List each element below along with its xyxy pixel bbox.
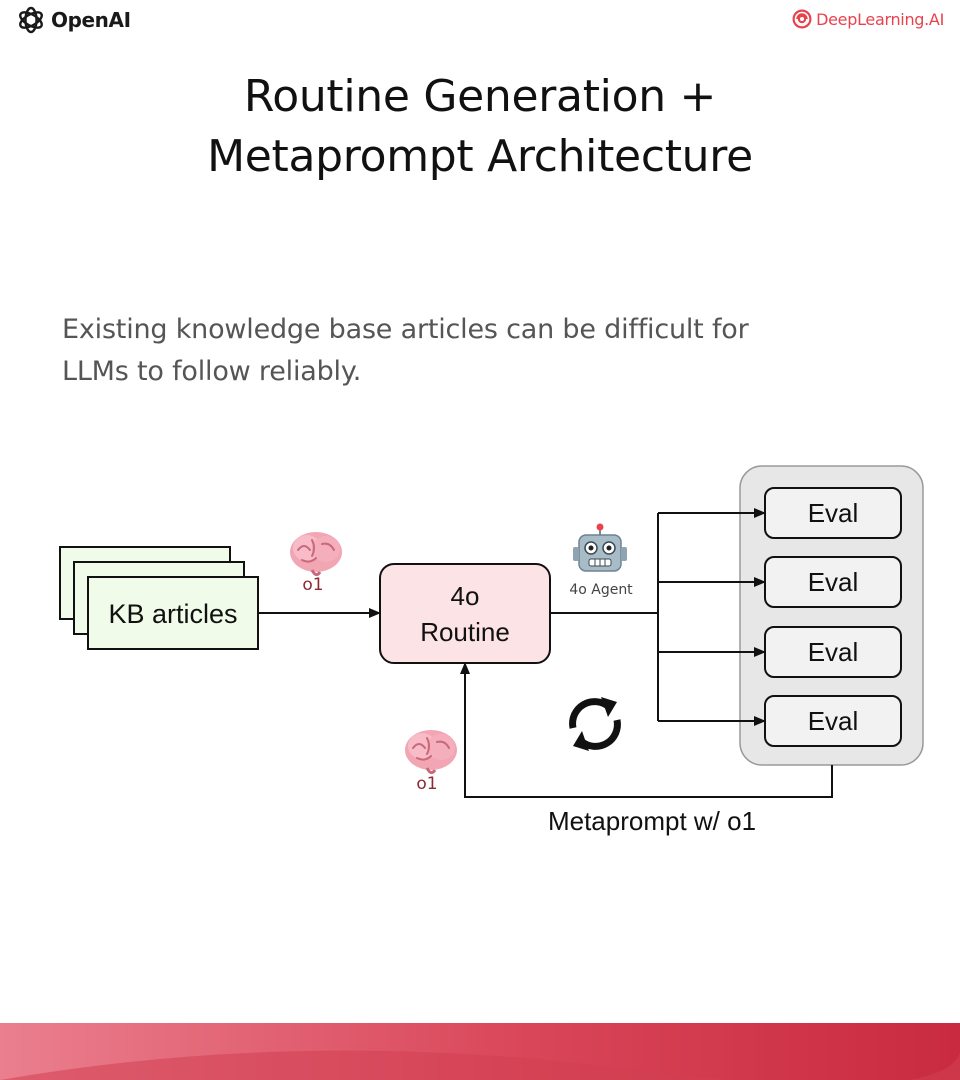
openai-logo-text: OpenAI <box>51 8 131 32</box>
openai-logo: OpenAI <box>16 5 131 35</box>
routine-box <box>379 563 551 664</box>
deeplearning-logo-text: DeepLearning.AI <box>816 9 944 29</box>
openai-logo-icon <box>19 6 43 34</box>
refresh-cycle-icon <box>569 697 621 751</box>
subtitle-line-2: LLMs to follow reliably. <box>62 356 362 387</box>
architecture-diagram: KB articles o1 4o Routine 4o Agent <box>59 465 924 836</box>
brain-icon <box>290 532 342 577</box>
brain-icon <box>405 730 457 775</box>
routine-label-line-2: Routine <box>420 617 510 647</box>
subtitle-line-1: Existing knowledge base articles can be … <box>62 314 749 345</box>
o1-top-label: o1 <box>302 575 323 595</box>
eval-label: Eval <box>808 706 859 736</box>
metaprompt-feedback-arrow <box>460 662 833 798</box>
eval-box: Eval <box>764 487 902 539</box>
page-title-line-2: Metaprompt Architecture <box>207 131 753 182</box>
eval-label: Eval <box>808 637 859 667</box>
eval-box: Eval <box>764 695 902 747</box>
routine-label-line-1: 4o <box>451 581 480 611</box>
kb-articles-stack: KB articles <box>59 546 259 650</box>
eval-label: Eval <box>808 498 859 528</box>
kb-articles-label: KB articles <box>108 599 237 629</box>
eval-box: Eval <box>764 556 902 608</box>
kb-articles-box <box>87 576 259 650</box>
deeplearning-logo-icon <box>792 9 812 29</box>
o1-bottom-label: o1 <box>416 774 437 794</box>
eval-label: Eval <box>808 567 859 597</box>
agent-label: 4o Agent <box>569 582 633 598</box>
footer-band <box>0 1023 960 1080</box>
deeplearning-logo: DeepLearning.AI <box>791 7 944 31</box>
robot-icon <box>573 523 627 572</box>
eval-box: Eval <box>764 626 902 678</box>
metaprompt-label: Metaprompt w/ o1 <box>548 806 756 836</box>
page-title-line-1: Routine Generation + <box>243 71 717 122</box>
